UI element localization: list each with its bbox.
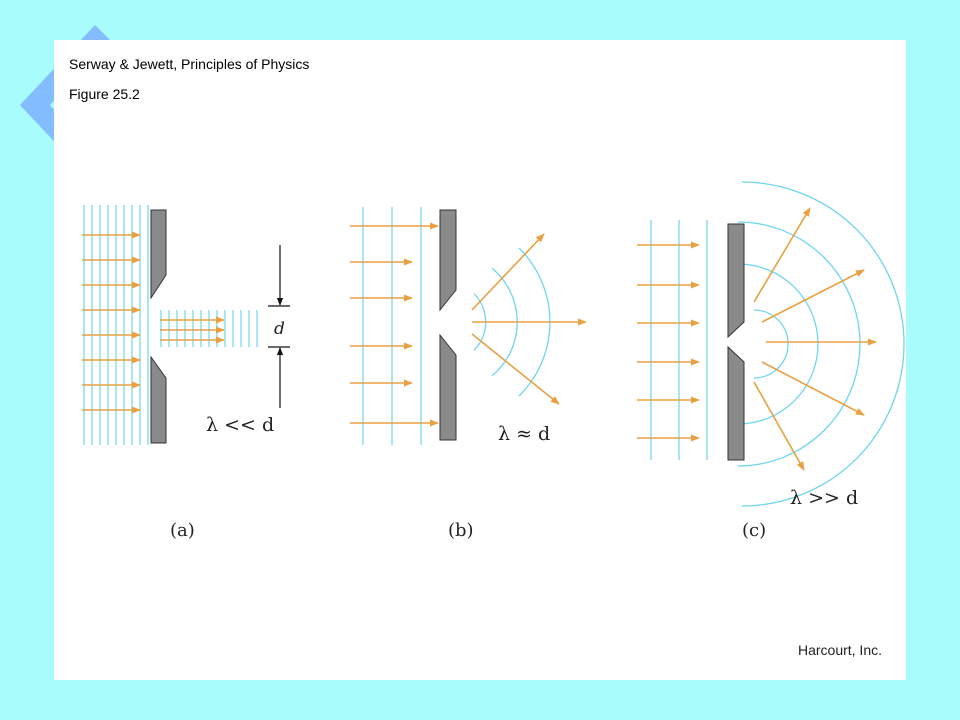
panel-b-incident-rays xyxy=(350,222,439,427)
panel-c-relation: λ >> d xyxy=(790,487,858,509)
panel-b-barrier xyxy=(439,209,457,441)
panel-b-diffracted-rays xyxy=(471,233,587,405)
panel-c-diffracted-wavefronts xyxy=(737,181,905,507)
publisher-credit: Harcourt, Inc. xyxy=(797,642,882,658)
slide: Serway & Jewett, Principles of Physics F… xyxy=(54,40,906,680)
panel-b-label: (b) xyxy=(448,520,474,541)
panel-a-label: (a) xyxy=(170,520,195,541)
panel-a-barrier xyxy=(150,209,167,444)
panel-a-relation: λ << d xyxy=(206,414,274,436)
panel-a-gap-dimension xyxy=(268,245,290,408)
panel-c-incident-rays xyxy=(637,241,700,442)
panel-c-label: (c) xyxy=(742,520,766,541)
diffraction-diagram: d λ << d (a) xyxy=(82,181,905,541)
panel-a-transmitted-rays xyxy=(160,316,225,344)
panel-c: λ >> d (c) xyxy=(637,181,905,541)
caption-source: Serway & Jewett, Principles of Physics xyxy=(69,56,310,72)
panel-c-barrier xyxy=(727,223,745,461)
panel-c-incident-wavefronts xyxy=(650,220,708,460)
panel-a-incident-wavefronts xyxy=(83,205,149,445)
panel-b-incident-wavefronts xyxy=(362,207,422,445)
panel-a: d λ << d (a) xyxy=(82,205,290,541)
caption-figure-number: Figure 25.2 xyxy=(69,86,140,102)
panel-b-relation: λ ≈ d xyxy=(498,423,550,445)
panel-c-diffracted-rays xyxy=(753,207,877,471)
panel-a-incident-rays xyxy=(82,231,141,414)
panel-a-transmitted-wavefronts xyxy=(160,310,258,347)
panel-a-gap-label: d xyxy=(274,319,285,339)
panel-b: λ ≈ d (b) xyxy=(350,207,587,541)
